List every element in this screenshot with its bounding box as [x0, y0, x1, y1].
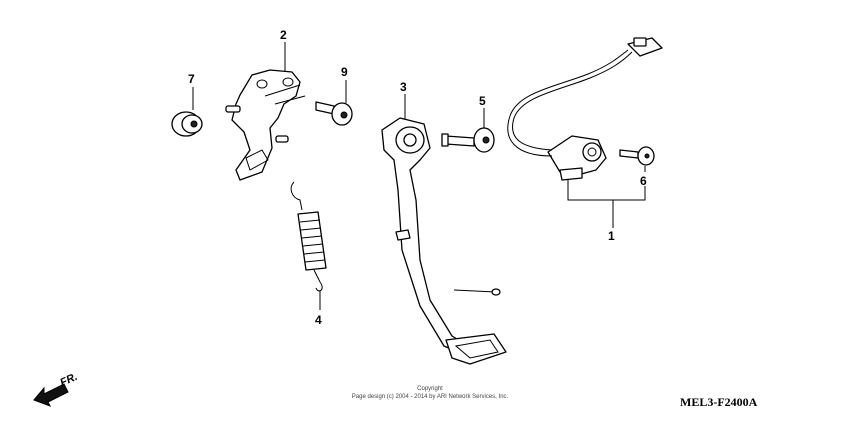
part-7-grommet[interactable] [171, 111, 203, 137]
copyright-notice: Page design (c) 2004 - 2014 by ARI Netwo… [351, 394, 509, 400]
callout-5[interactable]: 5 [479, 94, 486, 108]
leader-2b [264, 84, 301, 97]
part-4-spring[interactable] [290, 181, 327, 292]
callout-4[interactable]: 4 [315, 313, 322, 327]
diagram-code: MEL3-F2400A [680, 395, 758, 409]
leader-1-bracket [567, 180, 646, 201]
part-3-side-stand[interactable] [381, 117, 507, 365]
callout-1[interactable]: 1 [608, 229, 615, 243]
part-5-pivot-bolt[interactable] [441, 127, 495, 153]
callout-7[interactable]: 7 [188, 72, 195, 86]
part-6-switch-bolt[interactable] [619, 146, 655, 166]
part-2-bracket[interactable] [225, 69, 301, 181]
callout-6[interactable]: 6 [640, 174, 647, 188]
callout-9[interactable]: 9 [341, 65, 348, 79]
copyright-title: Copyright [417, 386, 443, 392]
front-direction-arrow-icon [33, 383, 69, 407]
callout-2[interactable]: 2 [280, 28, 287, 42]
part-9-bolt[interactable] [315, 101, 353, 126]
leader-2c [274, 95, 306, 105]
part-1-side-stand-switch[interactable] [507, 37, 663, 181]
callout-3[interactable]: 3 [400, 80, 407, 94]
